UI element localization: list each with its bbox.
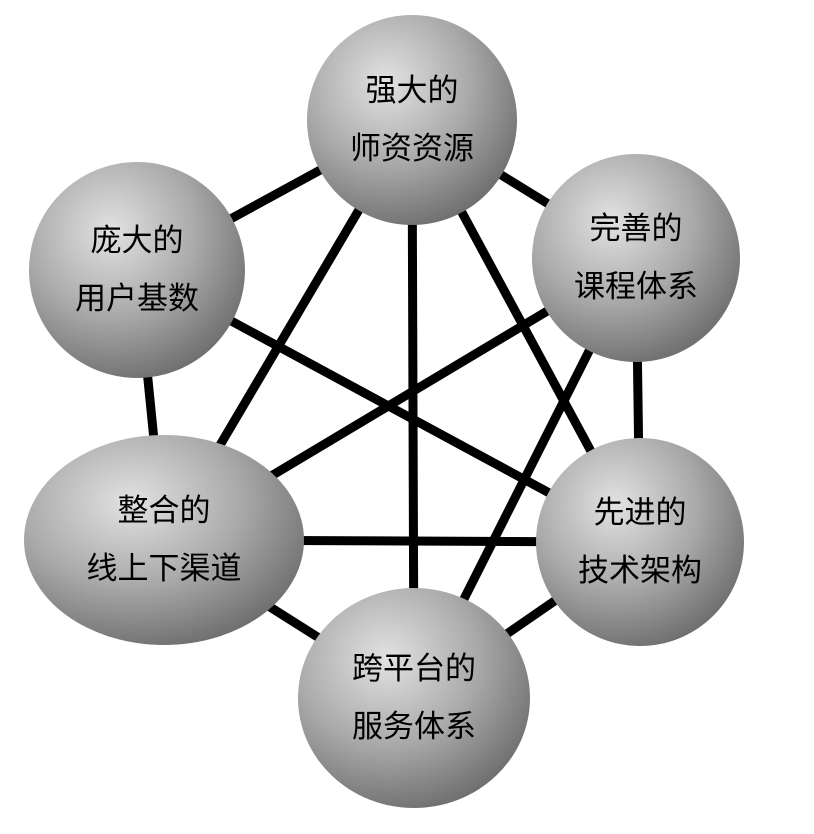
node-sphere — [532, 154, 740, 362]
concept-nodes: 强大的师资资源完善的课程体系先进的技术架构跨平台的服务体系整合的线上下渠道庞大的… — [24, 15, 744, 808]
node-label-line: 师资资源 — [350, 131, 474, 167]
node-label-line: 庞大的 — [91, 223, 184, 259]
node-label-line: 用户基数 — [75, 281, 199, 317]
node-label-line: 跨平台的 — [352, 651, 476, 687]
node-label-line: 先进的 — [594, 495, 687, 531]
node-label-line: 强大的 — [366, 73, 459, 109]
node-sphere — [307, 15, 517, 225]
node-label-line: 线上下渠道 — [87, 551, 242, 587]
node-sphere — [536, 438, 744, 646]
node-label-line: 服务体系 — [352, 709, 476, 745]
node-label-line: 整合的 — [118, 493, 211, 529]
node-sphere — [298, 588, 530, 808]
node-label-line: 课程体系 — [574, 269, 698, 305]
node-sphere — [29, 162, 245, 378]
node-label-line: 完善的 — [590, 211, 683, 247]
node-label-line: 技术架构 — [578, 553, 702, 589]
node-sphere — [24, 435, 304, 645]
